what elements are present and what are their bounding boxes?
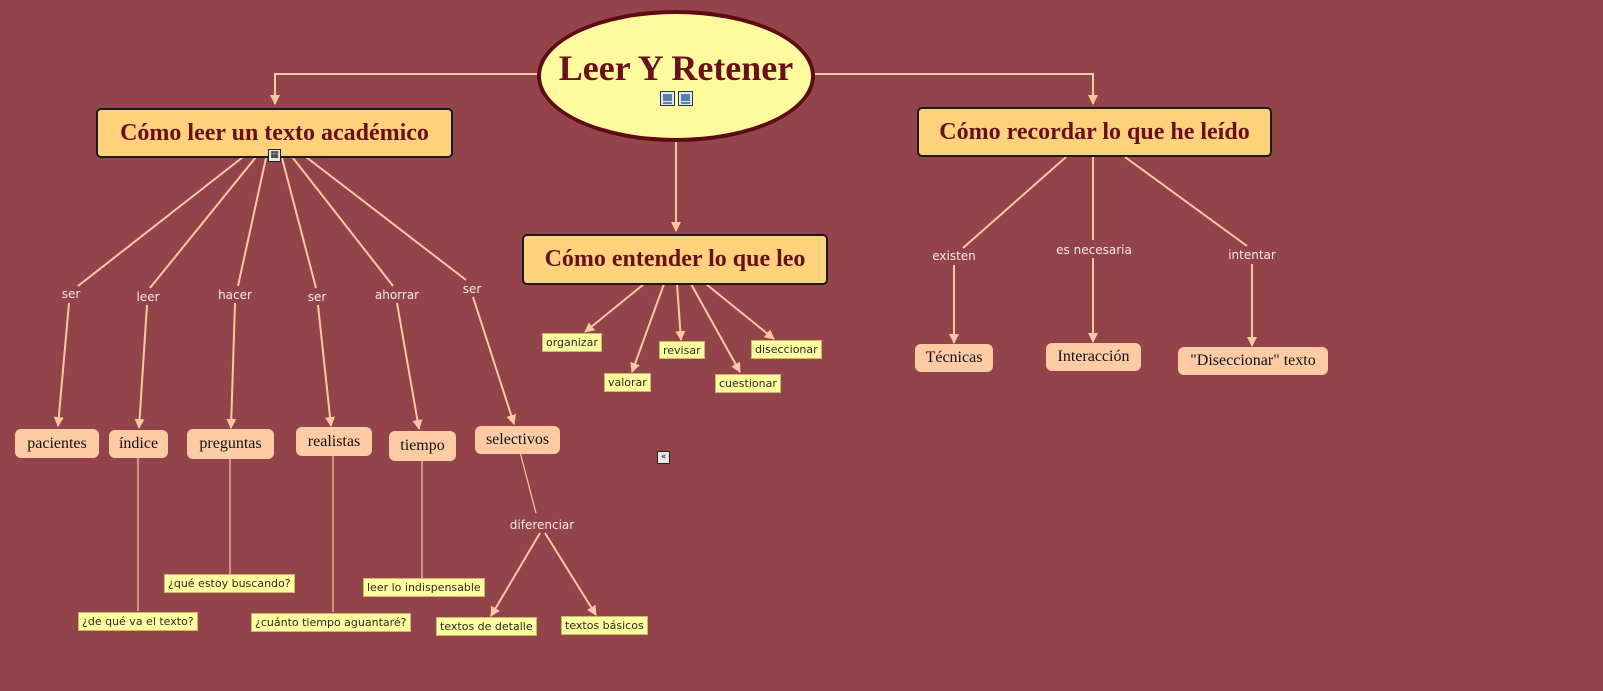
branch-entender-label: Cómo entender lo que leo xyxy=(544,246,806,272)
concept-selectivos[interactable]: selectivos xyxy=(475,426,560,454)
link-label: hacer xyxy=(218,288,252,302)
link-label: ser xyxy=(307,290,327,304)
concept-interaccion[interactable]: Interacción xyxy=(1046,343,1141,371)
note-preguntas[interactable]: ¿qué estoy buscando? xyxy=(164,574,295,593)
branch-entender[interactable]: Cómo entender lo que leo xyxy=(522,234,828,285)
collapse-icon[interactable]: « xyxy=(657,451,670,464)
root-title: Leer Y Retener xyxy=(558,47,794,88)
note-valorar[interactable]: valorar xyxy=(604,373,651,392)
concept-map-icon[interactable]: ▦ xyxy=(268,149,281,162)
concept-tecnicas[interactable]: Técnicas xyxy=(915,344,993,372)
note-revisar[interactable]: revisar xyxy=(659,341,705,359)
branch-recordar[interactable]: Cómo recordar lo que he leído xyxy=(917,107,1272,157)
note-organizar[interactable]: organizar xyxy=(542,333,602,352)
link-label: es necesaria xyxy=(1056,243,1132,257)
note-diseccionar[interactable]: diseccionar xyxy=(751,340,822,359)
concept-diseccionar-texto[interactable]: "Diseccionar" texto xyxy=(1178,347,1328,375)
root-resource-icons xyxy=(659,90,693,106)
edge-root-leer xyxy=(270,73,537,105)
concept-preguntas[interactable]: preguntas xyxy=(187,429,274,459)
concept-map-icon[interactable] xyxy=(677,90,693,106)
note-cuestionar[interactable]: cuestionar xyxy=(715,374,781,393)
note-textos-basicos[interactable]: textos básicos xyxy=(561,616,648,635)
link-label: ahorrar xyxy=(374,288,420,302)
link-label: diferenciar xyxy=(509,518,575,532)
link-label: ser xyxy=(61,287,81,301)
branch-leer-label: Cómo leer un texto académico xyxy=(120,119,429,146)
link-label: ser xyxy=(462,282,482,296)
note-realistas[interactable]: ¿cuánto tiempo aguantaré? xyxy=(251,613,411,632)
concept-indice[interactable]: índice xyxy=(109,430,168,458)
branch-recordar-label: Cómo recordar lo que he leído xyxy=(939,118,1250,145)
concept-tiempo[interactable]: tiempo xyxy=(389,431,456,461)
note-textos-detalle[interactable]: textos de detalle xyxy=(436,617,537,636)
note-indice[interactable]: ¿de qué va el texto? xyxy=(78,612,198,631)
link-label: existen xyxy=(932,249,976,263)
link-label: leer xyxy=(136,290,160,304)
note-tiempo[interactable]: leer lo indispensable xyxy=(363,578,485,597)
image-icon[interactable] xyxy=(659,90,675,106)
concept-realistas[interactable]: realistas xyxy=(296,427,372,456)
root-concept[interactable]: Leer Y Retener xyxy=(537,10,815,142)
edge-root-recordar xyxy=(815,73,1098,105)
link-label: intentar xyxy=(1228,248,1276,262)
concept-pacientes[interactable]: pacientes xyxy=(15,429,99,458)
